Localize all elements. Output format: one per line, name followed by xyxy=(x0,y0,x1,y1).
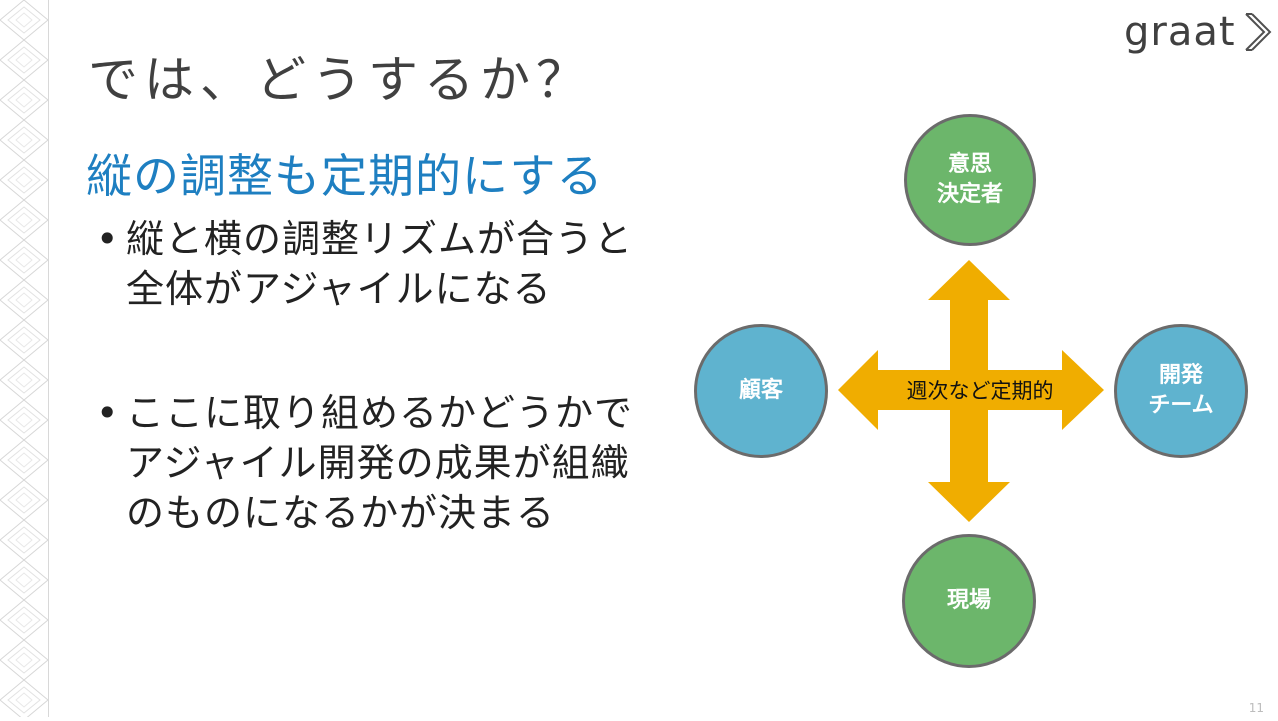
chevron-logo-icon xyxy=(1244,13,1271,51)
center-label: 週次など定期的 xyxy=(906,379,1054,403)
logo-text: graat xyxy=(1124,9,1236,55)
slide-title: では、どうするか？ xyxy=(88,51,592,109)
page-number: 11 xyxy=(1248,701,1264,715)
node-dev-team: 開発 チーム xyxy=(1114,324,1248,458)
bullet-list: • 縦と横の調整リズムが合うと 全体がアジャイルになる • ここに取り組めるかど… xyxy=(96,214,696,538)
bullet-text: ここに取り組めるかどうかで アジャイル開発の成果が組織 のものになるかが決まる xyxy=(126,391,634,535)
bullet-item: • 縦と横の調整リズムが合うと 全体がアジャイルになる xyxy=(96,214,696,314)
node-field: 現場 xyxy=(902,534,1036,668)
bullet-dot-icon: • xyxy=(96,217,120,261)
bullet-dot-icon: • xyxy=(96,391,120,435)
node-customer: 顧客 xyxy=(694,324,828,458)
slide-subtitle: 縦の調整も定期的にする xyxy=(86,149,604,203)
decorative-pattern-border xyxy=(0,0,49,717)
bullet-text: 縦と横の調整リズムが合うと 全体がアジャイルになる xyxy=(126,217,634,311)
node-decision-maker: 意思 決定者 xyxy=(904,114,1036,246)
bullet-item: • ここに取り組めるかどうかで アジャイル開発の成果が組織 のものになるかが決ま… xyxy=(96,388,696,538)
four-way-arrow-icon xyxy=(838,260,1104,522)
diamond-pattern-icon xyxy=(0,0,48,717)
graat-logo: graat xyxy=(1124,4,1272,60)
rhythm-diagram: 意思 決定者 顧客 開発 チーム 現場 週次など定期的 xyxy=(690,110,1260,680)
